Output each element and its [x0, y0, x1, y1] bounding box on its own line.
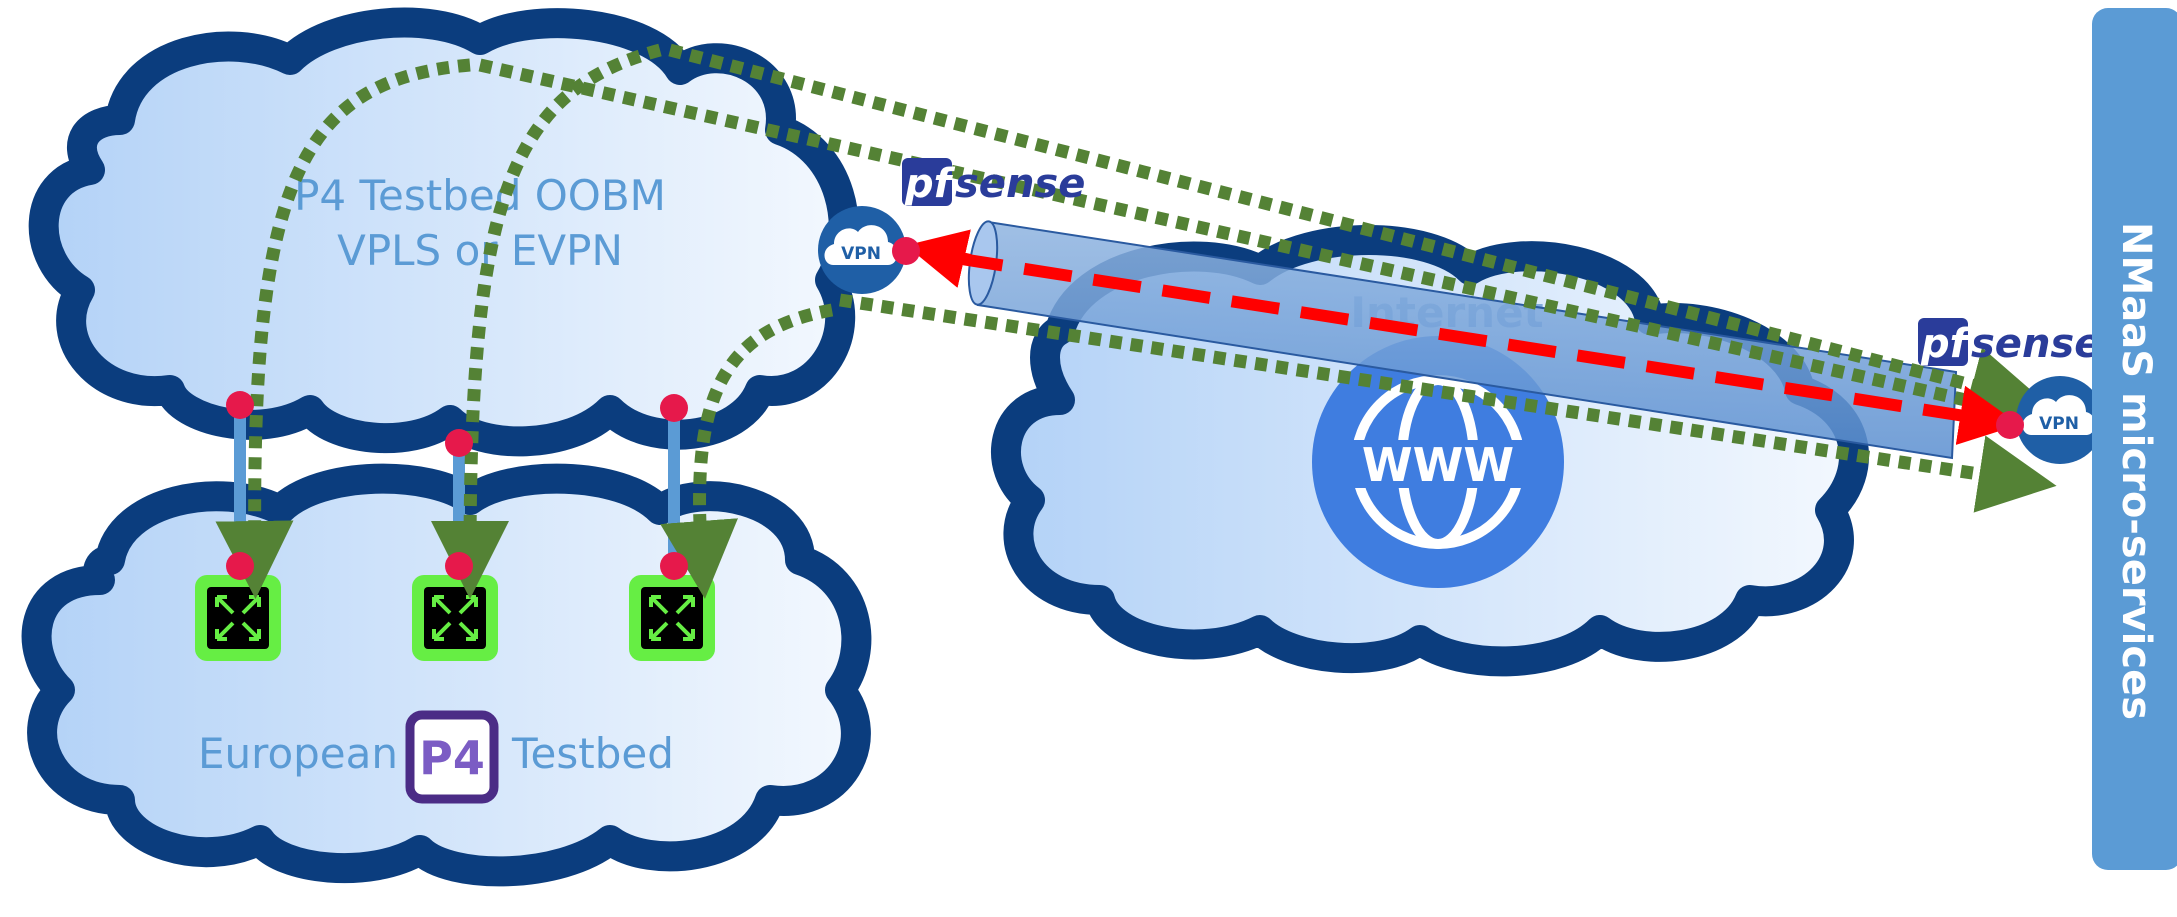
switch-1[interactable] [195, 575, 281, 661]
switch-icon [424, 587, 486, 649]
testbed-cloud: European P4 Testbed [21, 463, 872, 887]
testbed-label-left: European [198, 729, 398, 778]
switch-icon [207, 587, 269, 649]
pfsense-right-pf: pf [1920, 321, 1972, 367]
endpoint-dot [445, 429, 473, 457]
pfsense-left-pf: pf [904, 161, 956, 207]
testbed-label-right: Testbed [511, 729, 674, 778]
nmaas-sidebar[interactable]: NMaaS micro-services [2092, 8, 2177, 870]
endpoint-dot [226, 391, 254, 419]
endpoint-dot [445, 552, 473, 580]
globe-www-text: WWW [1362, 438, 1514, 492]
p4-logo-text: P4 [419, 731, 485, 785]
endpoint-dot [660, 552, 688, 580]
pfsense-right-sense: sense [1971, 321, 2101, 367]
endpoint-dot [1996, 411, 2024, 439]
oobm-cloud: P4 Testbed OOBM VPLS or EVPN [28, 7, 859, 457]
pfsense-right-logo: pf sense [1918, 318, 2101, 367]
flow-oobm-to-nmaas-1 [478, 58, 2049, 440]
switch-2[interactable] [412, 575, 498, 661]
endpoint-dots [226, 237, 2024, 580]
p4-logo-icon: P4 [405, 710, 499, 804]
flow-oobm-switch-2 [431, 43, 662, 599]
vpn-left[interactable]: VPN [818, 206, 906, 294]
management-flows [215, 43, 2057, 599]
nmaas-sidebar-label: NMaaS micro-services [2113, 222, 2159, 720]
pfsense-left-logo: pf sense [902, 158, 1085, 207]
oobm-title-line1: P4 Testbed OOBM [294, 171, 666, 220]
www-globe-icon: WWW [1312, 336, 1564, 588]
switch-icon [641, 587, 703, 649]
flow-vpn-to-nmaas [839, 293, 2057, 513]
switch-3[interactable] [629, 575, 715, 661]
vpn-left-label: VPN [841, 244, 881, 264]
endpoint-dot [892, 237, 920, 265]
endpoint-dot [660, 394, 688, 422]
vpn-right-label: VPN [2039, 414, 2079, 434]
pfsense-left-sense: sense [955, 161, 1085, 207]
flow-oobm-switch-1 [215, 58, 471, 599]
oobm-title-line2: VPLS or EVPN [337, 226, 623, 275]
endpoint-dot [226, 552, 254, 580]
flow-vpn-switch-3 [660, 303, 834, 599]
vpn-right[interactable]: VPN [2016, 376, 2104, 464]
vpn-tunnel-arrow [954, 252, 2020, 445]
vpn-tunnel-arrow-back [905, 229, 972, 288]
